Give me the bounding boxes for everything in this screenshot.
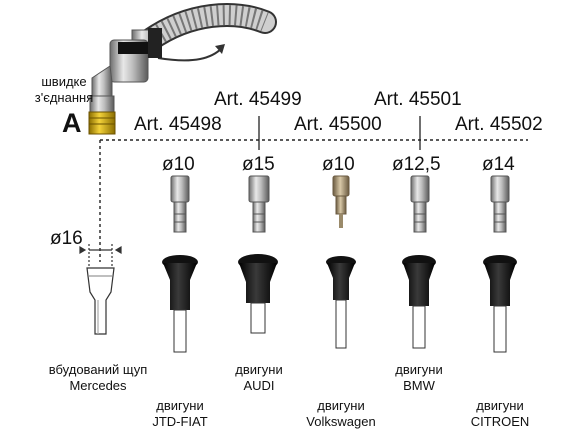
adapter-45499 [238,254,278,334]
diameter-45498: ø10 [162,154,195,175]
caption-45501-line2: BMW [403,378,435,394]
quick-connect-letter: A [62,108,82,138]
caption-45500-line1: двигуни [317,398,365,413]
quick-connect-label-line2: з'єднання [34,90,94,106]
adapter-45501 [402,255,436,349]
caption-45498: двигуни JTD-FIAT [135,398,225,431]
caption-45501-line1: двигуни [395,362,443,377]
fitting-45498 [170,175,190,233]
fitting-45500 [332,175,350,228]
caption-builtin-probe-line2: Mercedes [69,378,127,394]
quick-connect-label-line1: швидке [41,74,87,89]
adapter-45498 [162,255,198,353]
builtin-probe-mercedes [79,244,122,335]
caption-45501: двигуни BMW [374,362,464,395]
art-label-45498: Art. 45498 [134,114,222,135]
hose-valve-assembly [88,3,277,135]
caption-45498-line2: JTD-FIAT [152,414,208,430]
fitting-45501 [410,175,430,233]
fitting-45499 [248,175,270,233]
art-label-45499: Art. 45499 [214,89,302,110]
diameter-builtin-probe: ø16 [50,228,83,249]
art-label-45502: Art. 45502 [455,114,543,135]
leader-lines [258,116,421,150]
caption-45500: двигуни Volkswagen [291,398,391,431]
caption-45502-line1: двигуни [476,398,524,413]
caption-builtin-probe: вбудований щуп Mercedes [28,362,168,395]
caption-builtin-probe-line1: вбудований щуп [48,362,148,377]
caption-45498-line1: двигуни [156,398,204,413]
art-label-45501: Art. 45501 [374,89,462,110]
caption-45502-line2: CITROEN [470,414,530,430]
dashed-connectors [99,139,528,262]
art-label-45500: Art. 45500 [294,114,382,135]
diameter-45502: ø14 [482,154,515,175]
diameter-45499: ø15 [242,154,275,175]
diameter-45501: ø12,5 [392,154,441,175]
caption-45499: двигуни AUDI [214,362,304,395]
quick-connect-label: швидке з'єднання [32,74,96,107]
adapter-45500 [326,256,356,349]
fitting-45502 [490,175,510,233]
caption-45499-line2: AUDI [243,378,275,394]
adapter-45502 [483,255,517,353]
diameter-45500: ø10 [322,154,355,175]
caption-45499-line1: двигуни [235,362,283,377]
caption-45502: двигуни CITROEN [455,398,545,431]
caption-45500-line2: Volkswagen [306,414,376,430]
